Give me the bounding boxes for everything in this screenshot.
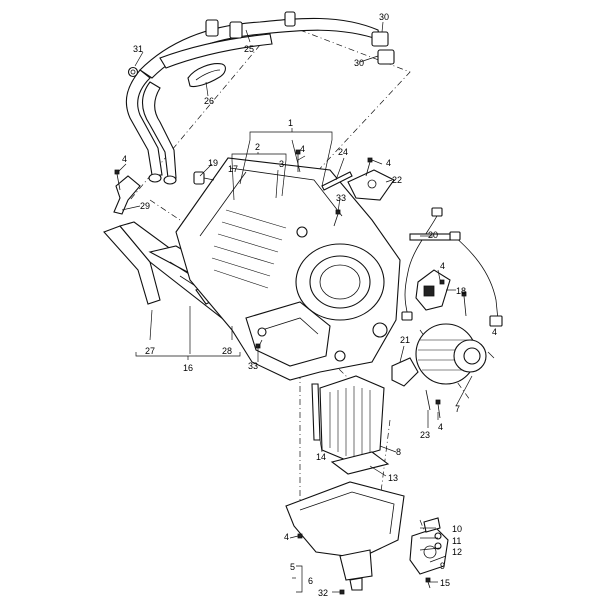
hose-seal bbox=[187, 63, 227, 88]
callout-23: 23 bbox=[420, 430, 430, 440]
callout-4g: 4 bbox=[284, 532, 289, 542]
callout-30a: 30 bbox=[379, 12, 389, 22]
screw-icon bbox=[297, 533, 303, 539]
screw-icon bbox=[114, 169, 121, 191]
callout-2: 2 bbox=[255, 142, 260, 152]
hose-clip bbox=[127, 66, 139, 78]
callout-27: 27 bbox=[145, 346, 155, 356]
callout-29: 29 bbox=[140, 201, 150, 211]
callout-18: 18 bbox=[456, 286, 466, 296]
callout-24: 24 bbox=[338, 147, 348, 157]
motor-bracket bbox=[391, 357, 431, 411]
callout-10: 10 bbox=[452, 524, 462, 534]
core-seal bbox=[330, 451, 390, 475]
callout-26: 26 bbox=[204, 96, 214, 106]
callout-5: 5 bbox=[290, 562, 295, 572]
heater-core-fins bbox=[329, 386, 371, 456]
callout-21: 21 bbox=[400, 335, 410, 345]
callout-4a: 4 bbox=[122, 154, 127, 164]
drain-pipe bbox=[311, 383, 321, 441]
wiring-harness bbox=[401, 207, 503, 327]
callout-11: 11 bbox=[452, 536, 461, 546]
callout-19: 19 bbox=[208, 158, 218, 168]
callout-31: 31 bbox=[133, 44, 143, 54]
group-brackets bbox=[135, 128, 333, 593]
callout-4d: 4 bbox=[440, 261, 445, 271]
leader-lines bbox=[117, 21, 495, 593]
coolant-hose-assembly bbox=[125, 11, 395, 185]
callout-4b: 4 bbox=[300, 144, 305, 154]
callout-14: 14 bbox=[316, 452, 326, 462]
callout-4e: 4 bbox=[492, 327, 497, 337]
callout-25: 25 bbox=[244, 44, 254, 54]
screw-icon bbox=[425, 577, 431, 589]
flap-actuator bbox=[347, 169, 395, 201]
callout-6: 6 bbox=[308, 576, 313, 586]
callout-17: 17 bbox=[228, 164, 238, 174]
blower-resistor bbox=[415, 269, 451, 311]
screw-icon bbox=[435, 399, 441, 419]
callout-33b: 33 bbox=[248, 361, 258, 371]
control-rod bbox=[321, 171, 353, 191]
callout-32: 32 bbox=[318, 588, 328, 598]
callout-8: 8 bbox=[396, 447, 401, 457]
heater-housing bbox=[175, 157, 401, 381]
hose-bracket bbox=[113, 175, 141, 215]
washer-icon bbox=[434, 532, 442, 550]
heater-core bbox=[319, 375, 385, 461]
callout-16: 16 bbox=[183, 363, 193, 373]
screw-icon bbox=[461, 291, 467, 317]
callout-3: 3 bbox=[279, 159, 284, 169]
callout-9: 9 bbox=[440, 561, 445, 571]
blower-motor bbox=[415, 323, 487, 385]
callout-4c: 4 bbox=[386, 158, 391, 168]
callout-7: 7 bbox=[455, 404, 460, 414]
temperature-sensor bbox=[193, 171, 215, 185]
screw-icon bbox=[365, 157, 373, 177]
housing-vanes bbox=[211, 209, 287, 289]
callout-12: 12 bbox=[452, 547, 462, 557]
callout-4f: 4 bbox=[438, 422, 443, 432]
callout-22: 22 bbox=[392, 175, 402, 185]
callout-30b: 30 bbox=[354, 58, 364, 68]
lower-housing-tray bbox=[285, 481, 405, 591]
callout-33a: 33 bbox=[336, 193, 346, 203]
screw-icon bbox=[339, 589, 345, 595]
callout-28: 28 bbox=[222, 346, 232, 356]
callout-13: 13 bbox=[388, 473, 398, 483]
callout-1: 1 bbox=[288, 118, 293, 128]
screws bbox=[114, 149, 467, 595]
screw-icon bbox=[439, 279, 445, 285]
screw-icon bbox=[295, 149, 301, 172]
callout-15: 15 bbox=[440, 578, 450, 588]
callout-labels: 1 2 3 4 4 4 4 4 4 4 5 6 7 8 9 10 11 12 1… bbox=[122, 12, 497, 598]
callout-20: 20 bbox=[428, 230, 438, 240]
screw-icon bbox=[255, 339, 263, 349]
